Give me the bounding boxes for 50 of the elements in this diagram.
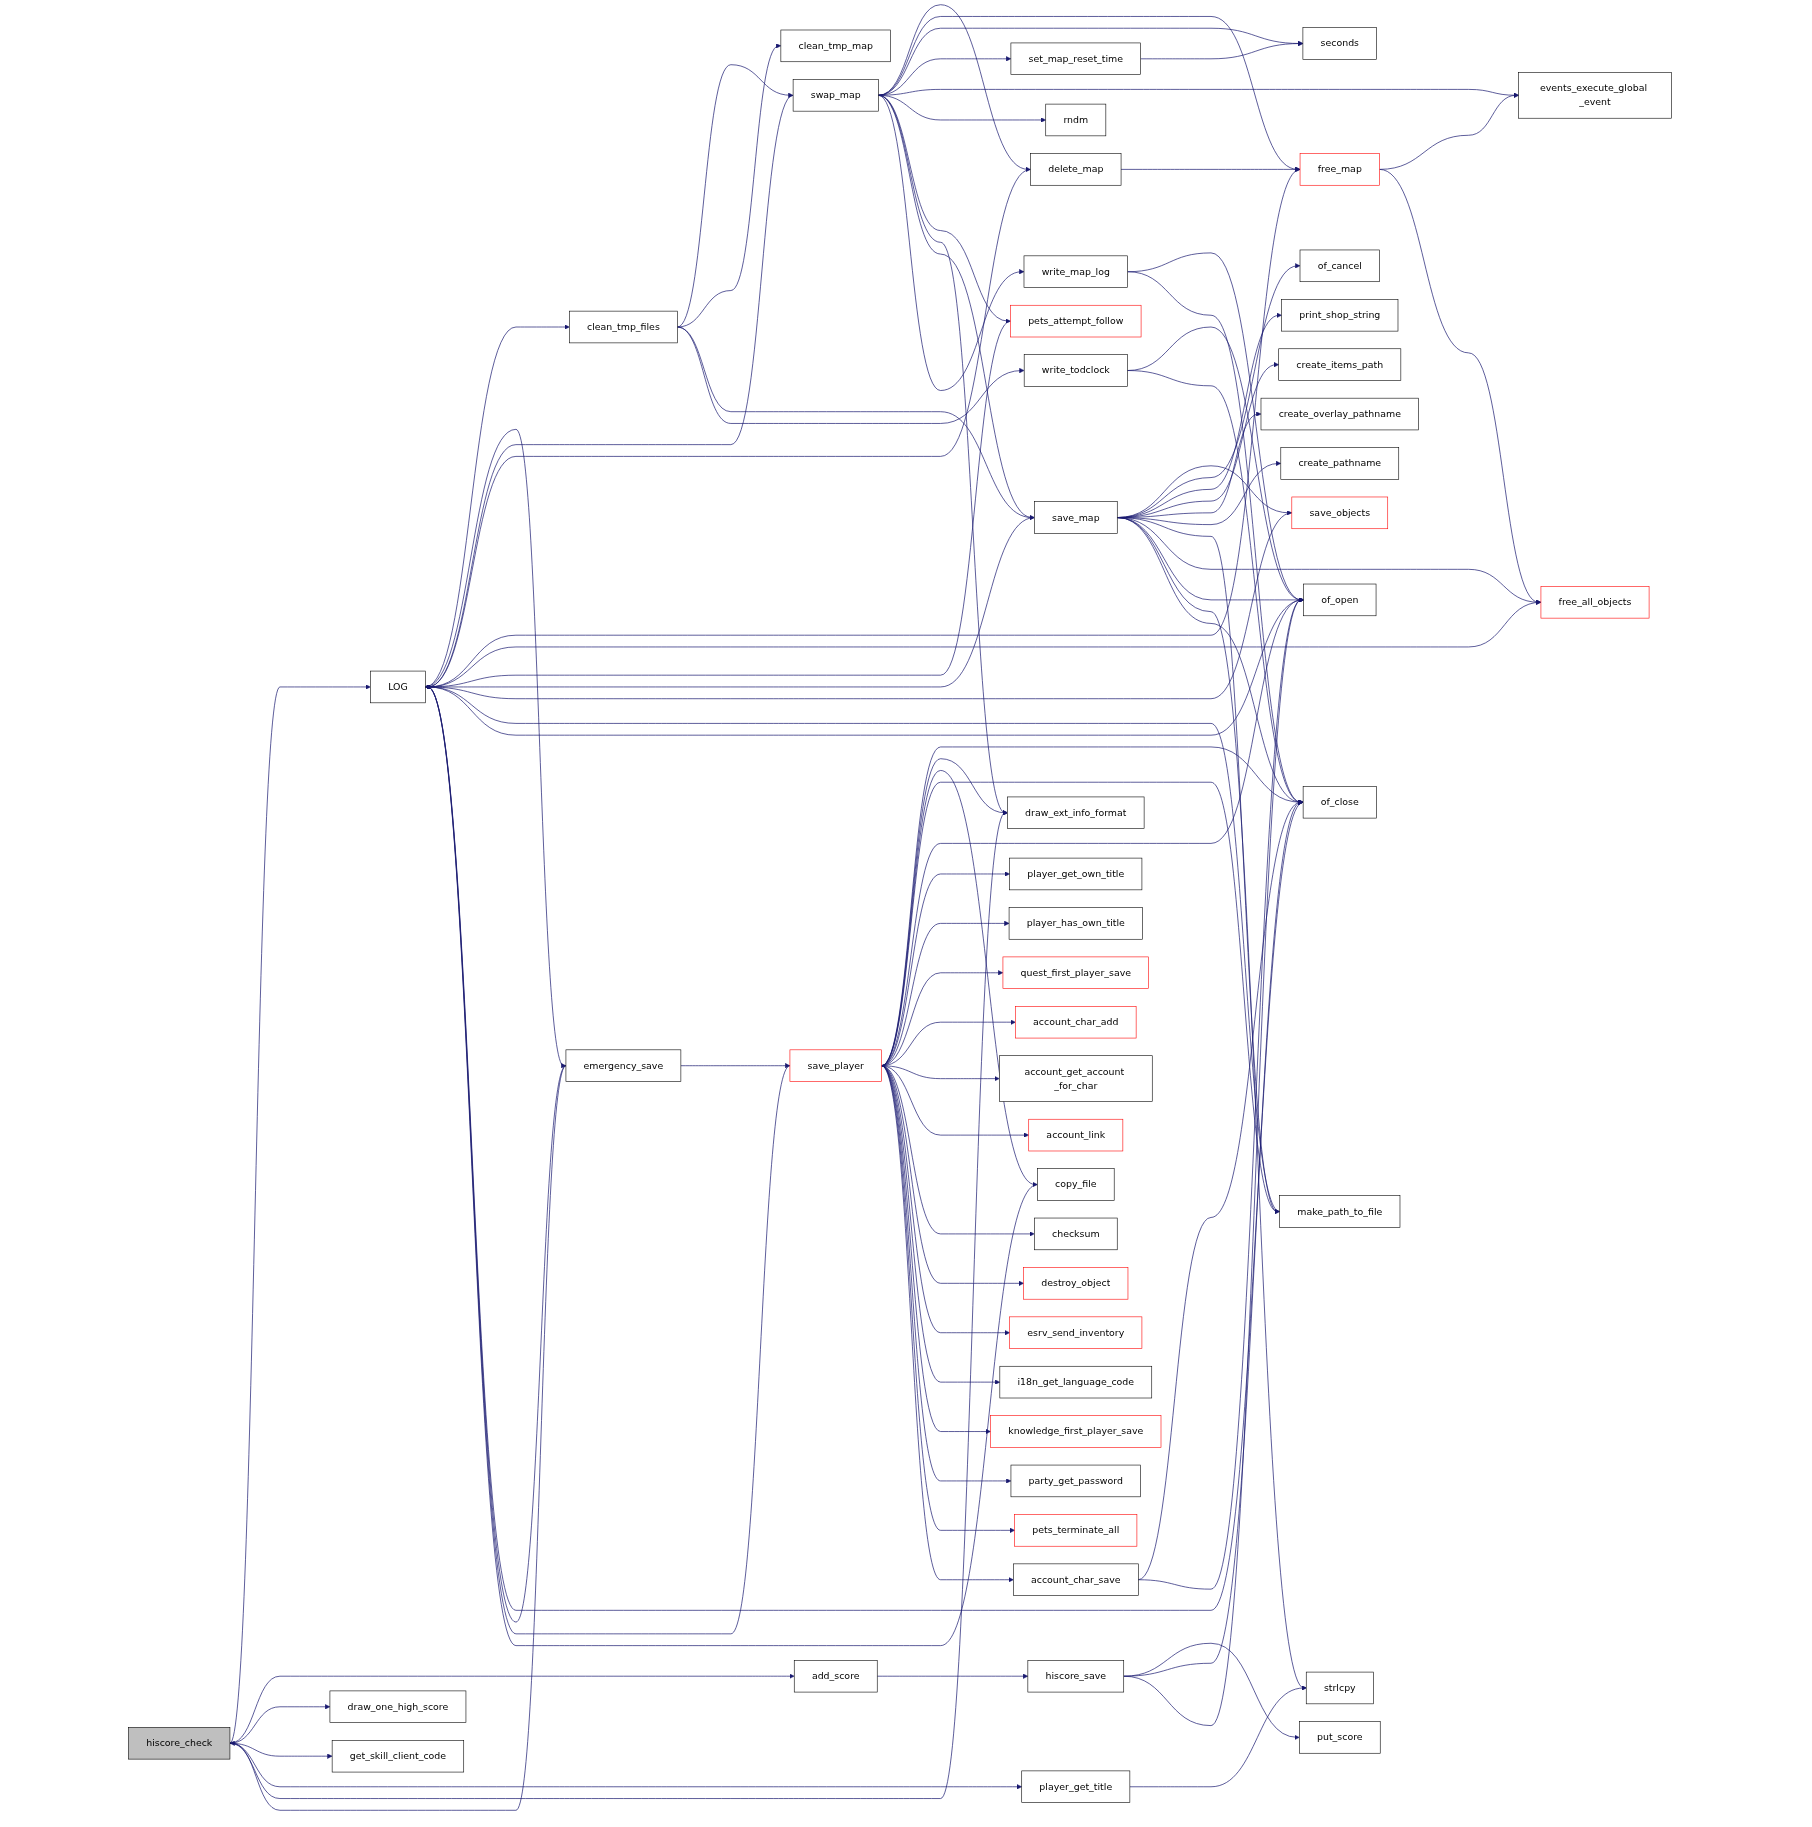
- node-box: i18n_get_language_code: [999, 1365, 1153, 1399]
- node-box: write_map_log: [1023, 255, 1128, 288]
- node-box: make_path_to_file: [1279, 1195, 1401, 1228]
- node-box: save_map: [1034, 501, 1118, 534]
- node-box: player_has_own_title: [1008, 907, 1143, 940]
- node-box: party_get_password: [1010, 1464, 1141, 1498]
- node-box: checksum: [1034, 1217, 1118, 1251]
- node-box: draw_ext_info_format: [1007, 796, 1145, 829]
- node-box: set_map_reset_time: [1010, 42, 1141, 75]
- node-box: account_get_account _for_char: [999, 1055, 1153, 1102]
- node-box: print_shop_string: [1281, 299, 1399, 332]
- node-box: put_score: [1299, 1721, 1381, 1754]
- node-box: free_map: [1299, 153, 1380, 186]
- node-box: account_char_save: [1013, 1563, 1139, 1596]
- node-box: quest_first_player_save: [1002, 956, 1149, 989]
- node-box: free_all_objects: [1540, 586, 1650, 619]
- node-box: pets_attempt_follow: [1010, 304, 1142, 338]
- node-box: destroy_object: [1023, 1267, 1129, 1300]
- node-box: of_cancel: [1299, 249, 1380, 282]
- node-box: clean_tmp_files: [569, 310, 678, 344]
- node-box: swap_map: [792, 79, 879, 112]
- node-box: save_player: [789, 1049, 882, 1082]
- node-box: save_objects: [1291, 496, 1389, 530]
- node-box: events_execute_global _event: [1518, 72, 1672, 119]
- node-box: player_get_own_title: [1009, 857, 1143, 891]
- node-box: seconds: [1302, 27, 1377, 60]
- node-box: draw_one_high_score: [329, 1690, 467, 1723]
- node-box: strlcpy: [1305, 1671, 1374, 1705]
- node-box: account_char_add: [1015, 1006, 1137, 1039]
- node-box: LOG: [370, 670, 426, 704]
- node-box: create_items_path: [1278, 348, 1402, 381]
- node-box: account_link: [1028, 1118, 1124, 1152]
- node-box: clean_tmp_map: [780, 29, 891, 63]
- node-box: delete_map: [1030, 153, 1122, 186]
- node-box: esrv_send_inventory: [1009, 1316, 1143, 1349]
- node-box: emergency_save: [565, 1049, 682, 1082]
- node-box: add_score: [793, 1660, 878, 1693]
- node-box: create_overlay_pathname: [1260, 397, 1419, 431]
- node-box: rndm: [1045, 103, 1107, 137]
- node-box: copy_file: [1037, 1168, 1115, 1201]
- node-box: knowledge_first_player_save: [990, 1415, 1162, 1448]
- node-box: pets_terminate_all: [1014, 1514, 1138, 1547]
- node-box: write_todclock: [1023, 354, 1128, 387]
- node-box: player_get_title: [1021, 1770, 1131, 1803]
- node-box: create_pathname: [1280, 447, 1400, 480]
- node-box: hiscore_save: [1027, 1660, 1125, 1693]
- node-box: hiscore_check: [128, 1727, 231, 1760]
- node-box: of_close: [1302, 786, 1377, 819]
- node-box: of_open: [1303, 583, 1377, 617]
- node-box: get_skill_client_code: [331, 1740, 465, 1773]
